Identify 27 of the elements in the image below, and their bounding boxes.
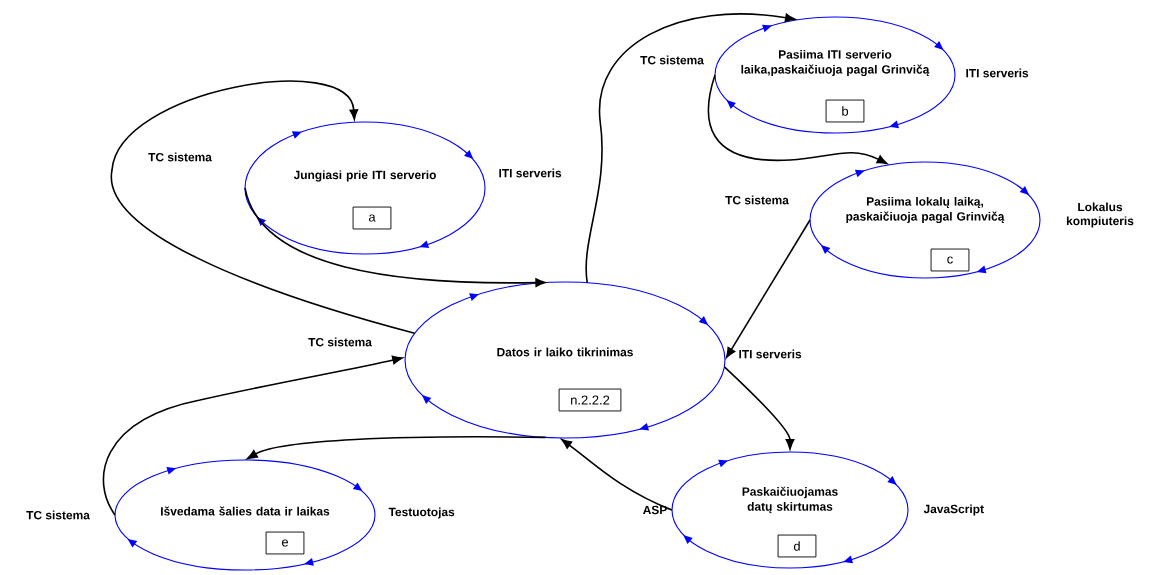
label-box: n.2.2.2: [558, 388, 622, 412]
side-label: Testuotojas: [388, 507, 455, 519]
side-label: ITI serveris: [499, 168, 562, 178]
arrow: [247, 436, 547, 460]
side-label: ITI serveris: [966, 68, 1029, 78]
arrow: [725, 219, 811, 359]
arrow: [707, 74, 888, 165]
arrow: [585, 13, 796, 284]
label-box: a: [352, 206, 392, 230]
side-label: TC sistema: [308, 337, 372, 347]
label-box: b: [825, 99, 865, 123]
side-label: TC sistema: [725, 195, 789, 205]
side-label: ITI serveris: [739, 349, 802, 359]
label-box: e: [265, 531, 305, 555]
arrow: [111, 80, 416, 335]
arrow: [561, 439, 673, 511]
side-label: TC sistema: [26, 510, 90, 520]
arrow: [244, 187, 546, 287]
side-label: TC sistema: [148, 152, 212, 162]
arrow: [723, 366, 795, 450]
label-box: d: [777, 534, 817, 558]
side-label: Lokalus kompiuteris: [1066, 202, 1134, 228]
label-box: c: [930, 248, 970, 272]
side-label: TC sistema: [640, 55, 704, 65]
side-label: JavaScript: [923, 504, 984, 516]
side-label: ASP: [643, 505, 667, 515]
arrow: [102, 355, 403, 516]
